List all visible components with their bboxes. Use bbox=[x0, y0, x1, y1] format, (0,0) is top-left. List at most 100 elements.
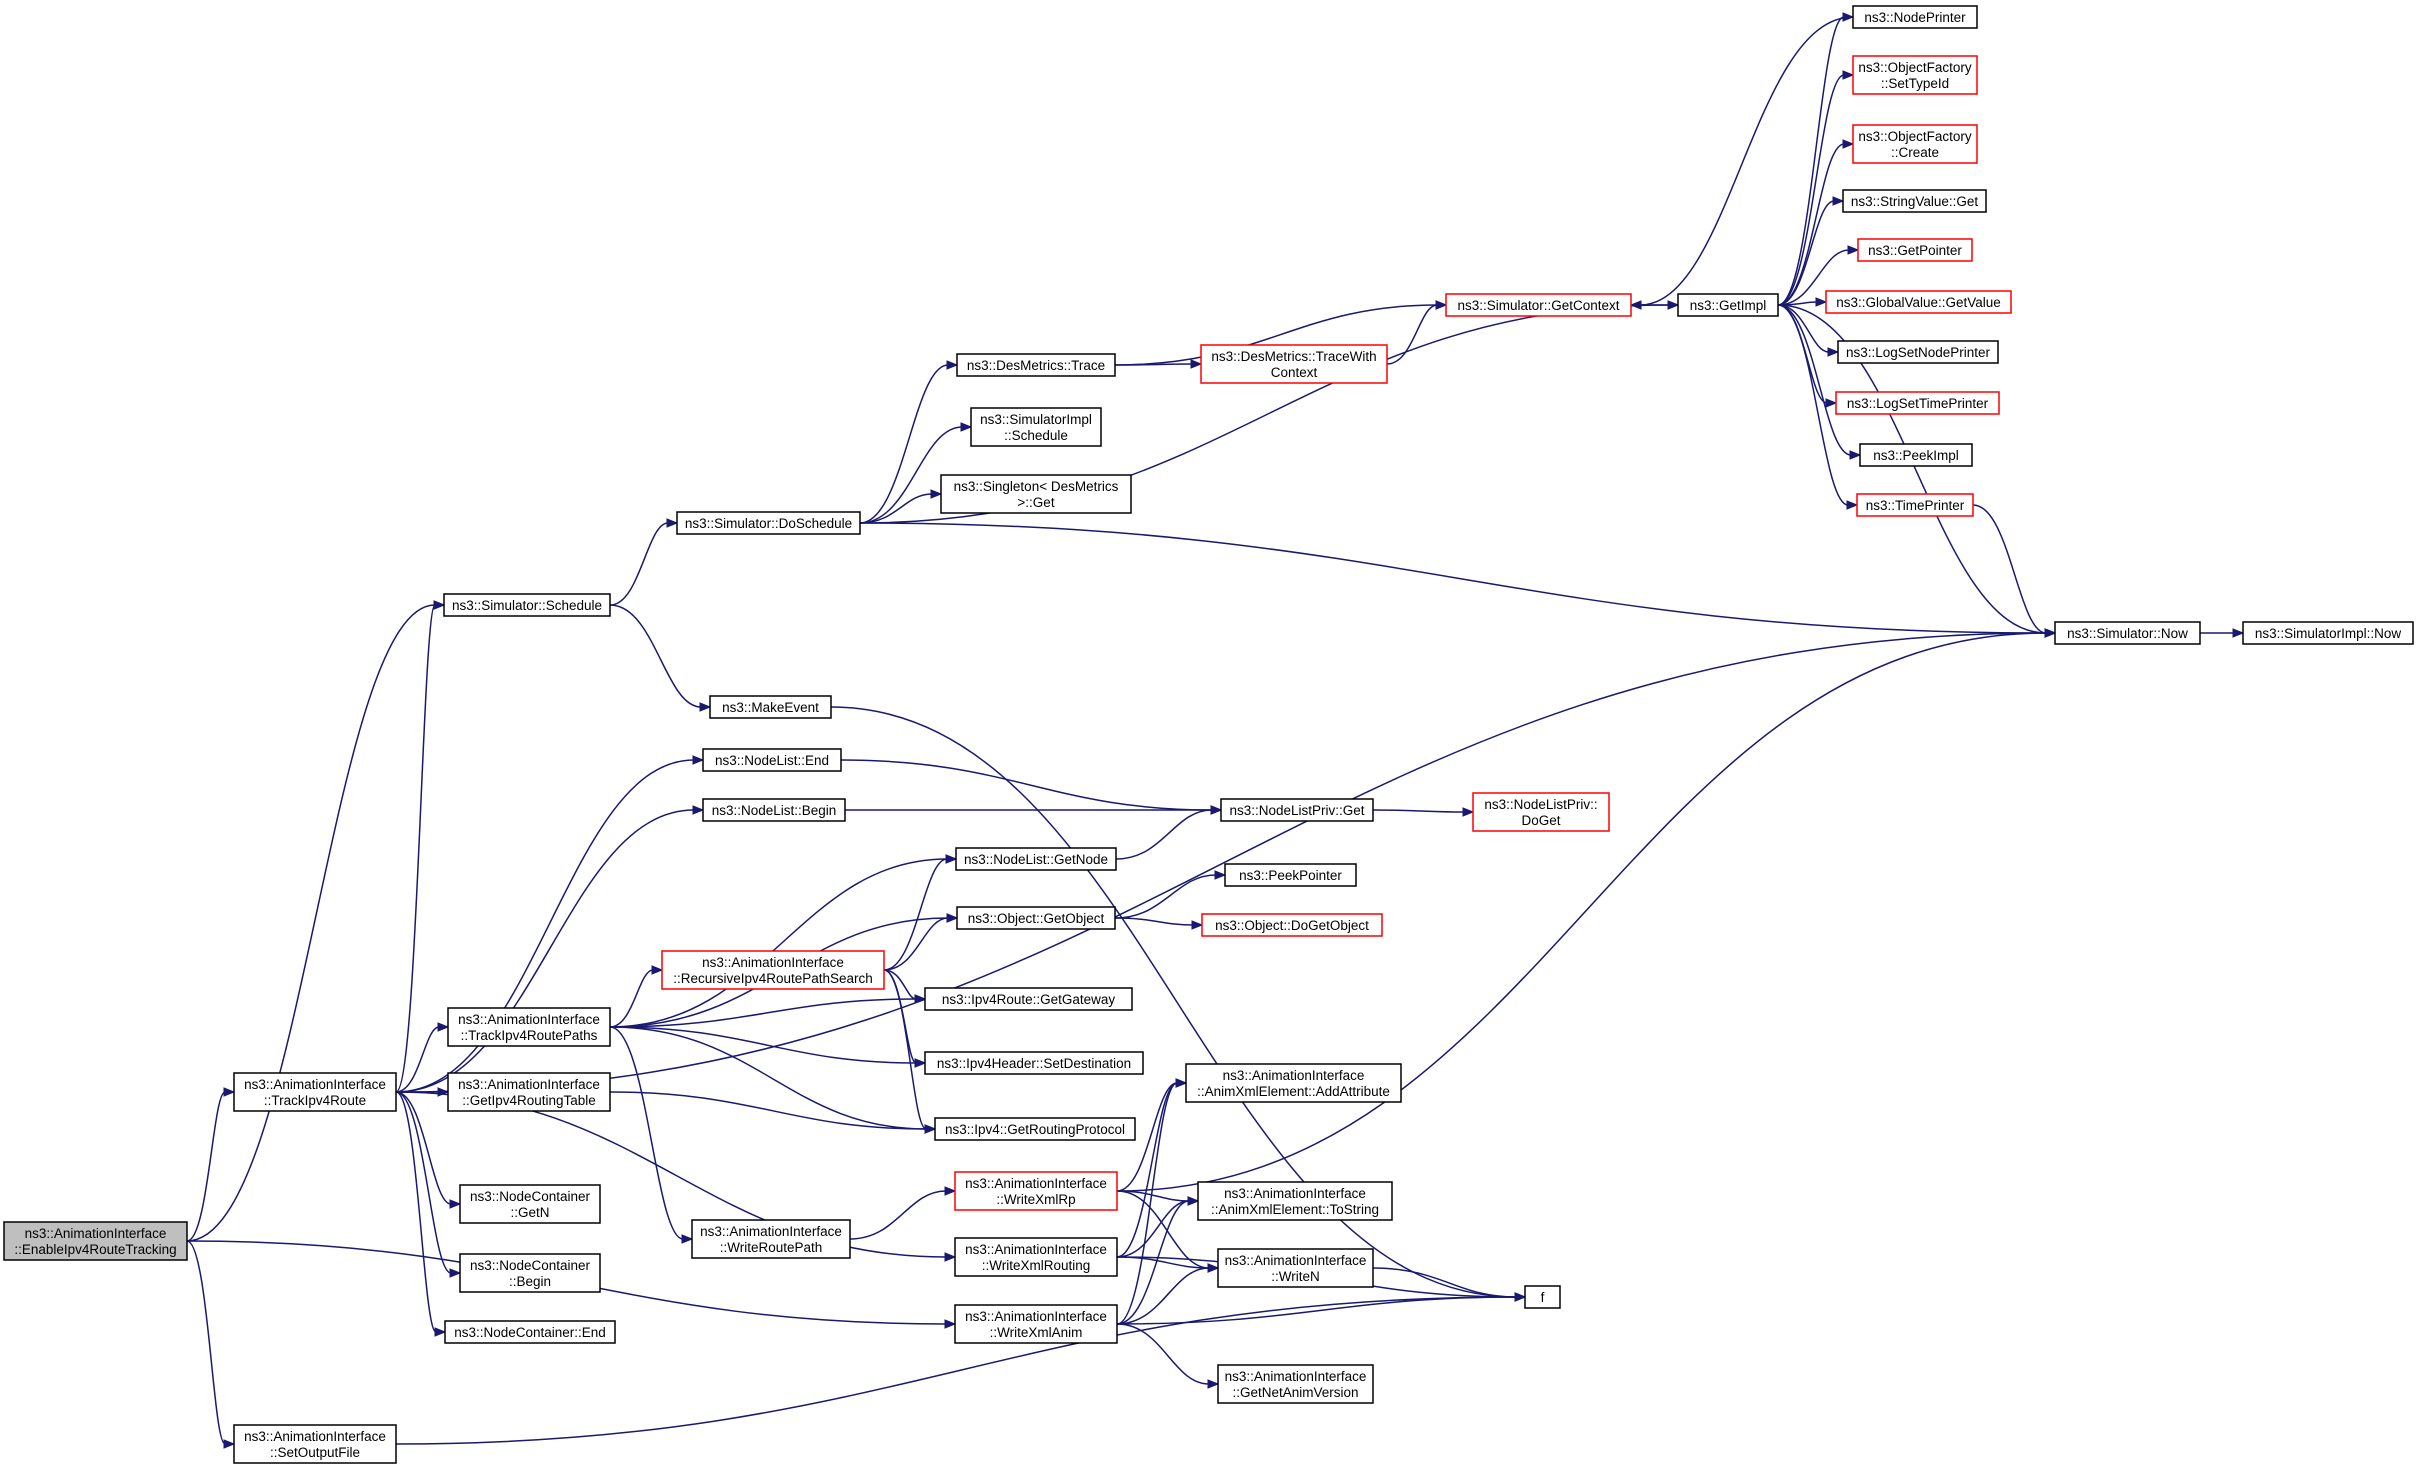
node-ncend[interactable]: ns3::NodeContainer::End bbox=[444, 1320, 616, 1344]
node-ipv4routegetgateway[interactable]: ns3::Ipv4Route::GetGateway bbox=[924, 987, 1133, 1011]
node-box-nlbegin[interactable] bbox=[702, 798, 846, 822]
node-doschedule[interactable]: ns3::Simulator::DoSchedule bbox=[676, 511, 861, 535]
node-nlbegin[interactable]: ns3::NodeList::Begin bbox=[702, 798, 846, 822]
node-logsetnodeprinter[interactable]: ns3::LogSetNodePrinter bbox=[1837, 340, 1999, 364]
node-box-ipv4routegetgateway[interactable] bbox=[924, 987, 1133, 1011]
node-getnetanimversion[interactable]: ns3::AnimationInterface::GetNetAnimVersi… bbox=[1217, 1364, 1374, 1404]
node-box-destrace[interactable] bbox=[956, 353, 1116, 377]
node-box-ofcreate[interactable] bbox=[1852, 124, 1978, 164]
node-box-objdogetobject[interactable] bbox=[1201, 913, 1383, 937]
node-logsettimeprinter[interactable]: ns3::LogSetTimePrinter bbox=[1835, 391, 2000, 415]
node-ncgetn[interactable]: ns3::NodeContainer::GetN bbox=[459, 1184, 601, 1224]
node-box-simnow[interactable] bbox=[2054, 621, 2201, 645]
node-box-ipv4getroutingprotocol[interactable] bbox=[934, 1117, 1136, 1141]
node-enable[interactable]: ns3::AnimationInterface::EnableIpv4Route… bbox=[3, 1221, 188, 1261]
node-writeroutepath[interactable]: ns3::AnimationInterface::WriteRoutePath bbox=[691, 1219, 851, 1259]
node-writexmlanim[interactable]: ns3::AnimationInterface::WriteXmlAnim bbox=[954, 1304, 1118, 1344]
node-box-destracewithcontext[interactable] bbox=[1200, 344, 1388, 384]
node-box-writexmlanim[interactable] bbox=[954, 1304, 1118, 1344]
node-addattribute[interactable]: ns3::AnimationInterface::AnimXmlElement:… bbox=[1185, 1063, 1402, 1103]
node-destrace[interactable]: ns3::DesMetrics::Trace bbox=[956, 353, 1116, 377]
node-getpointer[interactable]: ns3::GetPointer bbox=[1857, 238, 1973, 262]
node-box-getnetanimversion[interactable] bbox=[1217, 1364, 1374, 1404]
node-nlgetnode[interactable]: ns3::NodeList::GetNode bbox=[955, 847, 1117, 871]
node-box-nlprivget[interactable] bbox=[1220, 798, 1374, 822]
node-box-ofsettypeid[interactable] bbox=[1852, 55, 1978, 95]
node-box-ncbegin[interactable] bbox=[459, 1253, 601, 1293]
node-nodeprinter[interactable]: ns3::NodePrinter bbox=[1852, 5, 1978, 29]
node-box-nlprivdoget[interactable] bbox=[1472, 792, 1610, 832]
node-stringvalueget[interactable]: ns3::StringValue::Get bbox=[1842, 189, 1987, 213]
node-objdogetobject[interactable]: ns3::Object::DoGetObject bbox=[1201, 913, 1383, 937]
node-box-ipv4headersetdest[interactable] bbox=[924, 1051, 1144, 1075]
node-ipv4headersetdest[interactable]: ns3::Ipv4Header::SetDestination bbox=[924, 1051, 1144, 1075]
node-box-globalvaluegetvalue[interactable] bbox=[1825, 290, 2012, 314]
node-setoutput[interactable]: ns3::AnimationInterface::SetOutputFile bbox=[233, 1424, 397, 1464]
node-box-getimpl[interactable] bbox=[1677, 293, 1779, 317]
node-box-addattribute[interactable] bbox=[1185, 1063, 1402, 1103]
node-makeevent[interactable]: ns3::MakeEvent bbox=[709, 695, 832, 719]
node-recursive[interactable]: ns3::AnimationInterface::RecursiveIpv4Ro… bbox=[661, 950, 885, 990]
node-box-writexmlrp[interactable] bbox=[954, 1171, 1118, 1211]
node-tostring[interactable]: ns3::AnimationInterface::AnimXmlElement:… bbox=[1197, 1181, 1393, 1221]
node-box-makeevent[interactable] bbox=[709, 695, 832, 719]
node-box-peekimpl[interactable] bbox=[1859, 443, 1973, 467]
node-box-stringvalueget[interactable] bbox=[1842, 189, 1987, 213]
node-box-simimplnow[interactable] bbox=[2242, 621, 2414, 645]
node-box-peekpointer[interactable] bbox=[1224, 863, 1357, 887]
node-objgetobject[interactable]: ns3::Object::GetObject bbox=[956, 906, 1116, 930]
node-getimpl[interactable]: ns3::GetImpl bbox=[1677, 293, 1779, 317]
node-peekimpl[interactable]: ns3::PeekImpl bbox=[1859, 443, 1973, 467]
node-box-timeprinter[interactable] bbox=[1856, 493, 1974, 517]
node-trackroute[interactable]: ns3::AnimationInterface::TrackIpv4Route bbox=[233, 1072, 397, 1112]
node-box-trackroute[interactable] bbox=[233, 1072, 397, 1112]
node-box-singletonget[interactable] bbox=[940, 474, 1132, 514]
node-box-nodeprinter[interactable] bbox=[1852, 5, 1978, 29]
node-box-setoutput[interactable] bbox=[233, 1424, 397, 1464]
node-box-tostring[interactable] bbox=[1197, 1181, 1393, 1221]
node-singletonget[interactable]: ns3::Singleton< DesMetrics >::Get bbox=[940, 474, 1132, 514]
node-nlend[interactable]: ns3::NodeList::End bbox=[702, 748, 842, 772]
node-timeprinter[interactable]: ns3::TimePrinter bbox=[1856, 493, 1974, 517]
node-box-writeroutepath[interactable] bbox=[691, 1219, 851, 1259]
node-simnow[interactable]: ns3::Simulator::Now bbox=[2054, 621, 2201, 645]
node-peekpointer[interactable]: ns3::PeekPointer bbox=[1224, 863, 1357, 887]
node-box-doschedule[interactable] bbox=[676, 511, 861, 535]
node-box-writexmlrouting[interactable] bbox=[954, 1237, 1118, 1277]
node-box-writen[interactable] bbox=[1217, 1248, 1374, 1288]
node-box-f[interactable] bbox=[1524, 1285, 1561, 1309]
node-ofsettypeid[interactable]: ns3::ObjectFactory::SetTypeId bbox=[1852, 55, 1978, 95]
node-simgetcontext[interactable]: ns3::Simulator::GetContext bbox=[1445, 293, 1632, 317]
node-ncbegin[interactable]: ns3::NodeContainer::Begin bbox=[459, 1253, 601, 1293]
node-box-recursive[interactable] bbox=[661, 950, 885, 990]
node-nlprivget[interactable]: ns3::NodeListPriv::Get bbox=[1220, 798, 1374, 822]
node-box-schedule[interactable] bbox=[443, 593, 611, 617]
node-box-getroutingtable[interactable] bbox=[447, 1072, 611, 1112]
node-simimplnow[interactable]: ns3::SimulatorImpl::Now bbox=[2242, 621, 2414, 645]
node-writexmlrp[interactable]: ns3::AnimationInterface::WriteXmlRp bbox=[954, 1171, 1118, 1211]
node-simimplschedule[interactable]: ns3::SimulatorImpl::Schedule bbox=[970, 407, 1102, 447]
node-nlprivdoget[interactable]: ns3::NodeListPriv::DoGet bbox=[1472, 792, 1610, 832]
node-schedule[interactable]: ns3::Simulator::Schedule bbox=[443, 593, 611, 617]
node-trackpaths[interactable]: ns3::AnimationInterface::TrackIpv4RouteP… bbox=[447, 1007, 611, 1047]
node-box-nlgetnode[interactable] bbox=[955, 847, 1117, 871]
node-ipv4getroutingprotocol[interactable]: ns3::Ipv4::GetRoutingProtocol bbox=[934, 1117, 1136, 1141]
node-box-getpointer[interactable] bbox=[1857, 238, 1973, 262]
node-globalvaluegetvalue[interactable]: ns3::GlobalValue::GetValue bbox=[1825, 290, 2012, 314]
node-f[interactable]: f bbox=[1524, 1285, 1561, 1309]
node-box-enable[interactable] bbox=[3, 1221, 188, 1261]
node-getroutingtable[interactable]: ns3::AnimationInterface::GetIpv4RoutingT… bbox=[447, 1072, 611, 1112]
node-writen[interactable]: ns3::AnimationInterface::WriteN bbox=[1217, 1248, 1374, 1288]
node-writexmlrouting[interactable]: ns3::AnimationInterface::WriteXmlRouting bbox=[954, 1237, 1118, 1277]
node-box-simgetcontext[interactable] bbox=[1445, 293, 1632, 317]
node-box-simimplschedule[interactable] bbox=[970, 407, 1102, 447]
node-box-logsettimeprinter[interactable] bbox=[1835, 391, 2000, 415]
node-box-nlend[interactable] bbox=[702, 748, 842, 772]
node-box-logsetnodeprinter[interactable] bbox=[1837, 340, 1999, 364]
node-ofcreate[interactable]: ns3::ObjectFactory::Create bbox=[1852, 124, 1978, 164]
node-box-trackpaths[interactable] bbox=[447, 1007, 611, 1047]
node-box-ncend[interactable] bbox=[444, 1320, 616, 1344]
node-box-objgetobject[interactable] bbox=[956, 906, 1116, 930]
node-box-ncgetn[interactable] bbox=[459, 1184, 601, 1224]
